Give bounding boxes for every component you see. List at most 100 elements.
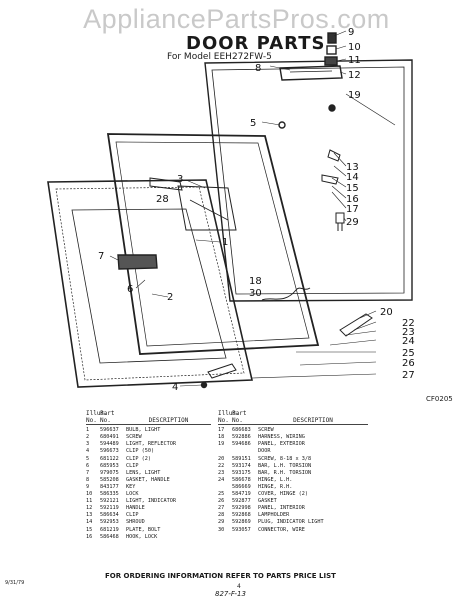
handwritten-note: 827-F-13 <box>215 590 246 598</box>
row-part-no: 596637 <box>100 427 119 434</box>
callout-26: 26 <box>402 358 415 369</box>
row-description: CLIP (50) <box>126 448 155 455</box>
header-part-no: No. <box>100 417 111 425</box>
row-part-no: 586468 <box>100 533 119 540</box>
callout-13: 13 <box>346 162 359 173</box>
row-illus-no: 23 <box>218 469 225 476</box>
callout-25: 25 <box>402 348 415 359</box>
row-description: PANEL, EXTERIOR <box>258 441 305 448</box>
row-part-no: 681122 <box>100 455 119 462</box>
row-illus-no: 3 <box>86 441 90 448</box>
callout-12: 12 <box>348 70 361 81</box>
header-part: Part <box>100 410 115 417</box>
callout-5: 5 <box>250 118 256 129</box>
row-part-no <box>232 448 258 455</box>
header-illus: Illus. <box>218 410 240 417</box>
row-description: HINGE, R.H. <box>258 483 293 490</box>
row-illus-no: 15 <box>86 526 93 533</box>
row-description: COVER, HINGE (2) <box>258 491 308 498</box>
callout-30: 30 <box>249 288 262 299</box>
callout-22: 22 <box>402 318 415 329</box>
row-illus-no <box>218 448 232 455</box>
row-description: GASKET <box>258 498 277 505</box>
row-part-no: 594686 <box>232 441 251 448</box>
row-part-no: 592998 <box>232 505 251 512</box>
row-description: HINGE, L.H. <box>258 476 293 483</box>
row-description: DOOR <box>258 448 271 455</box>
row-description: LAMPHOLDER <box>258 512 290 519</box>
row-illus-no: 22 <box>218 462 225 469</box>
row-description: GASKET, HANDLE <box>126 476 170 483</box>
callout-1: 1 <box>222 237 228 248</box>
row-illus-no: 13 <box>86 512 93 519</box>
row-part-no: 686683 <box>232 427 251 434</box>
row-illus-no: 28 <box>218 512 225 519</box>
callout-19: 19 <box>348 90 361 101</box>
row-description: CONNECTOR, WIRE <box>258 526 305 533</box>
table-row: 24 586678 HINGE, L.H. <box>218 477 368 484</box>
model-line: For Model EEH272FW-5 <box>167 52 272 62</box>
row-part-no: 593175 <box>232 469 251 476</box>
row-part-no: 681219 <box>100 526 119 533</box>
row-illus-no: 26 <box>218 498 225 505</box>
row-part-no: 593174 <box>232 462 251 469</box>
interior-panel <box>47 179 253 388</box>
row-illus-no: 8 <box>86 476 90 483</box>
callout-18: 18 <box>249 276 262 287</box>
row-illus-no: 24 <box>218 476 225 483</box>
callout-23: 23 <box>402 327 415 338</box>
row-part-no: 584719 <box>232 491 251 498</box>
row-illus-no: 14 <box>86 519 93 526</box>
callout-20: 20 <box>380 307 393 318</box>
header-no: No. <box>218 417 229 425</box>
row-illus-no: 7 <box>86 469 90 476</box>
row-illus-no: 25 <box>218 491 225 498</box>
row-illus-no: 2 <box>86 434 90 441</box>
exterior-panel <box>204 59 413 302</box>
header-description: DESCRIPTION <box>293 417 333 425</box>
row-part-no: 592868 <box>232 512 251 519</box>
row-illus-no: 29 <box>218 519 225 526</box>
row-part-no: 585208 <box>100 476 119 483</box>
row-description: PLUG, INDICATOR LIGHT <box>258 519 324 526</box>
row-description: CLIP <box>126 512 139 519</box>
header-description: DESCRIPTION <box>148 417 189 425</box>
margin-code: 9/31/79 <box>5 580 25 586</box>
row-description: BAR, R.H. TORSION <box>258 469 312 476</box>
callout-7: 7 <box>98 251 104 262</box>
table-row: 28 592868 LAMPHOLDER <box>218 512 368 519</box>
row-description: SCREW <box>126 434 142 441</box>
callout-17: 17 <box>346 204 359 215</box>
row-description: BULB, LIGHT <box>126 427 161 434</box>
table-row: 25 584719 COVER, HINGE (2) <box>218 491 368 498</box>
callout-9: 9 <box>348 27 354 38</box>
handle <box>279 65 343 81</box>
row-illus-no: 1 <box>86 427 90 434</box>
header-illus: Illus. <box>86 410 108 417</box>
door-gasket <box>106 133 320 355</box>
callout-27: 27 <box>402 370 415 381</box>
callout-16: 16 <box>346 194 359 205</box>
row-part-no: 592119 <box>100 505 119 512</box>
row-part-no: 586678 <box>232 476 251 483</box>
callout-11: 11 <box>348 55 361 66</box>
row-description: CLIP (2) <box>126 455 151 462</box>
